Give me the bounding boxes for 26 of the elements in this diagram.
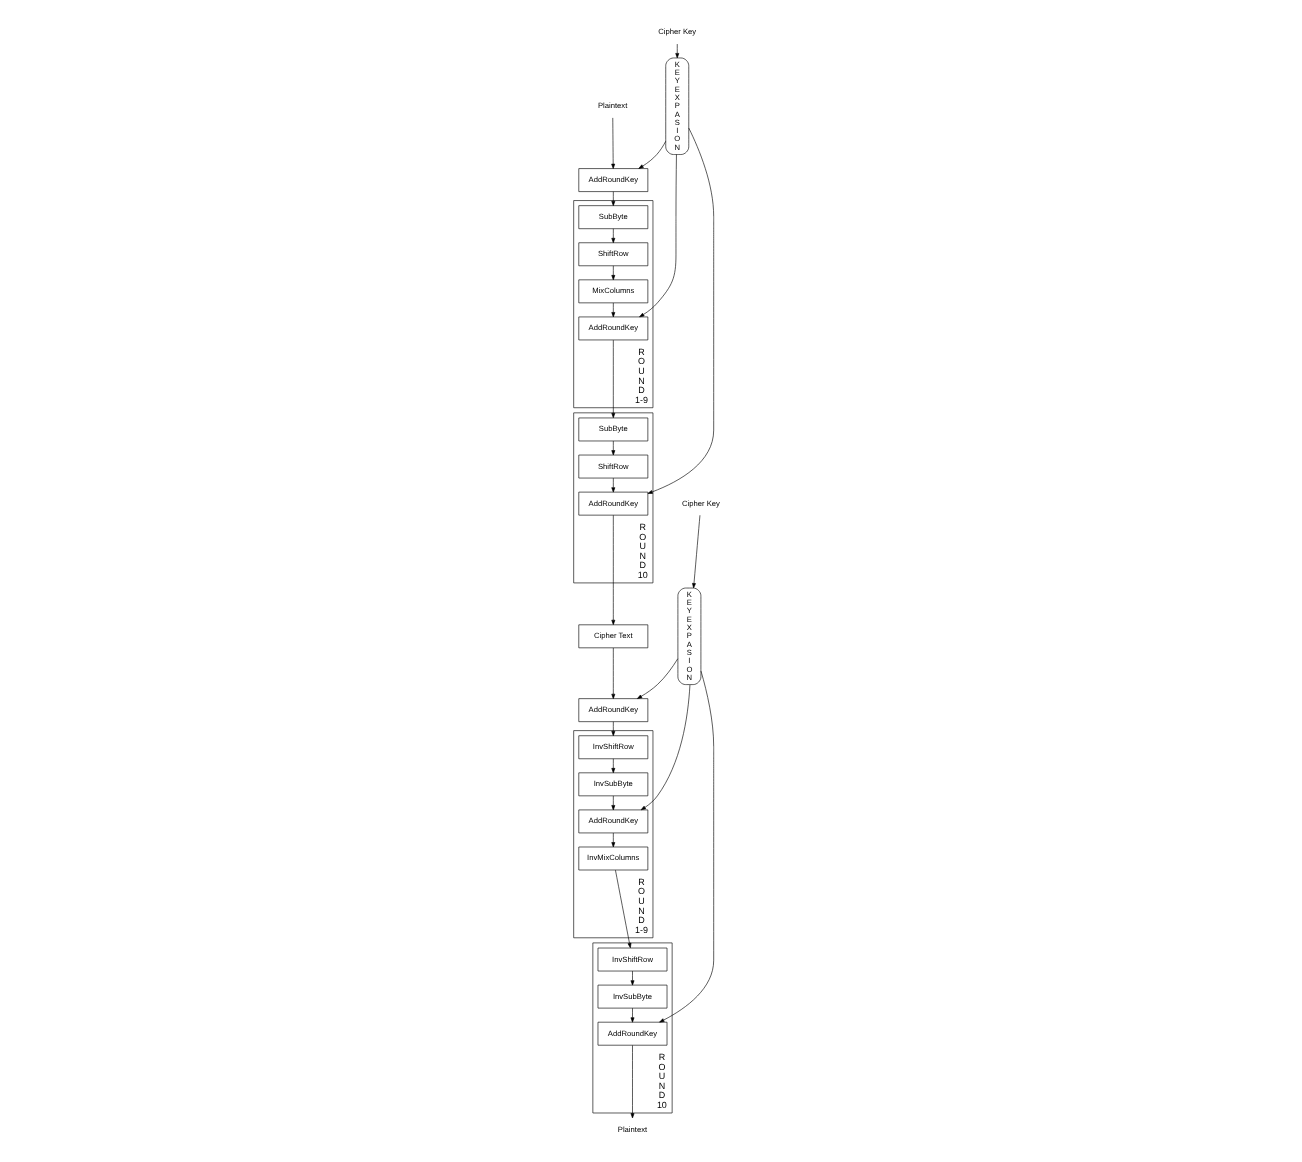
arrow <box>610 339 615 419</box>
arrow <box>610 228 615 244</box>
arrow <box>610 647 615 699</box>
arrow <box>610 832 615 848</box>
arrow <box>610 514 615 625</box>
arrow <box>614 869 631 949</box>
arrow <box>629 1045 634 1119</box>
arrow <box>629 970 634 986</box>
arrow <box>610 191 615 206</box>
arrow <box>636 658 678 699</box>
arrow <box>639 684 690 811</box>
arrow <box>674 43 679 59</box>
arrow <box>691 514 700 589</box>
arrow <box>646 127 714 494</box>
arrow <box>610 795 615 811</box>
arrow <box>658 670 714 1023</box>
arrow <box>610 721 615 737</box>
arrow <box>610 758 615 774</box>
arrow <box>610 440 615 456</box>
arrow <box>637 140 666 169</box>
arrow <box>638 154 676 318</box>
arrow <box>610 265 615 281</box>
arrow <box>610 117 615 169</box>
arrow <box>629 1007 634 1023</box>
arrow <box>610 302 615 318</box>
arrow <box>610 477 615 493</box>
